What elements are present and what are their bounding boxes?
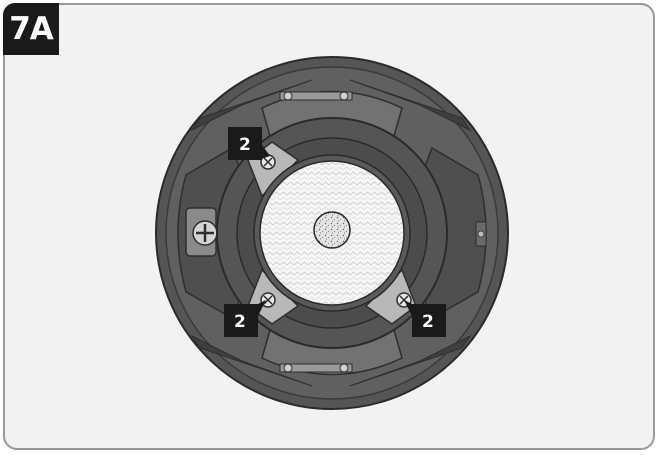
callout-bottom-right: 2 (404, 300, 446, 337)
step-label: 7A (3, 3, 59, 55)
callout-top-left: 2 (228, 127, 270, 160)
callout-bottom-left: 2 (224, 300, 266, 337)
top-bracket (279, 91, 353, 101)
tab-screw-top-left (260, 154, 276, 170)
callout-label: 2 (422, 312, 434, 332)
bottom-bracket (279, 363, 353, 373)
dust-cap (313, 211, 351, 249)
callout-label: 2 (234, 312, 246, 332)
side-latch (475, 221, 487, 247)
tab-screw-bottom-left (260, 292, 276, 308)
callout-label: 2 (239, 135, 251, 155)
terminal-screw (185, 207, 218, 257)
